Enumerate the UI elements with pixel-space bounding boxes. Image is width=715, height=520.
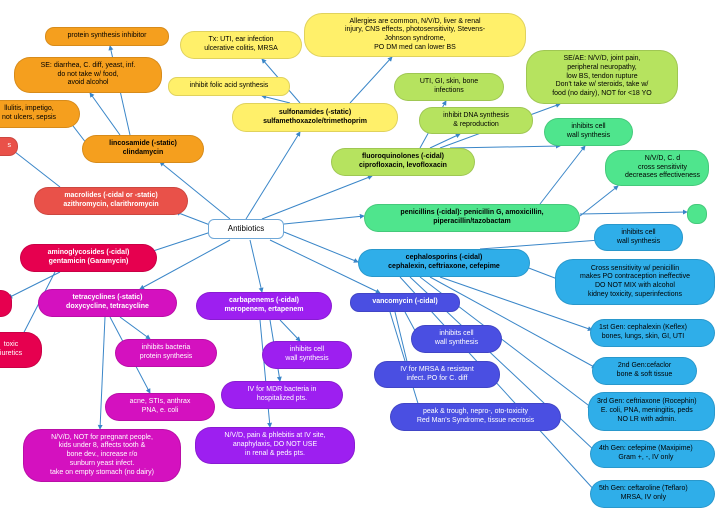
aminoglycosides-side-effects[interactable]: toxic iuretics [0,332,42,368]
tetracyclines-mechanism[interactable]: inhibits bacteria protein synthesis [115,339,217,367]
fluoroquinolones-mechanism[interactable]: inhibit DNA synthesis & reproduction [419,107,533,134]
connector-line [97,316,106,430]
lincosamide-indications[interactable]: llulitis, impetigo, not ulcers, sepsis [0,100,80,128]
connector-line [119,316,151,340]
aminoglycosides-node[interactable]: aminoglycosides (-cidal) gentamicin (Gar… [20,244,157,272]
central-topic-antibiotics[interactable]: Antibiotics [208,219,284,239]
sulfonamides-indications[interactable]: Tx: UTI, ear infection ulcerative coliti… [180,31,302,59]
carbapenems-mechanism[interactable]: inhibits cell wall synthesis [262,341,352,369]
vancomycin-mechanism[interactable]: inhibits cell wall synthesis [411,325,502,353]
connector-line [259,319,273,428]
lincosamide-mechanism[interactable]: protein synthesis inhibitor [45,27,169,46]
vancomycin-node[interactable]: vancomycin (-cidal) [350,293,460,312]
fluoroquinolones-side-effects[interactable]: SE/AE: N/V/D, joint pain, peripheral neu… [526,50,678,104]
fluoroquinolones-node[interactable]: fluoroquinolones (-cidal) ciprofloxacin,… [331,148,475,176]
macrolides-node[interactable]: macrolides (-cidal or -static) azithromy… [34,187,188,215]
connector-line [349,56,393,104]
carbapenems-side-effects[interactable]: N/V/D, pain & phlebitis at IV site, anap… [195,427,355,464]
tetracyclines-indications[interactable]: acne, STIs, anthrax PNA, e. coli [105,393,215,421]
penicillins-mechanism[interactable]: inhibits cell wall synthesis [544,118,633,146]
connector-line [159,161,231,220]
cephalosporins-node[interactable]: cephalosporins (-cidal) cephalexin, ceft… [358,249,530,277]
connector-line [283,213,365,225]
penicillins-side-effects[interactable]: N/V/D, C. d cross sensitivity decreases … [605,150,709,186]
cephalosporins-notes[interactable]: Cross sensitivity w/ penicillin makes PO… [555,259,715,305]
sulfonamides-mechanism[interactable]: inhibit folic acid synthesis [168,77,290,96]
connector-line [89,92,121,136]
tetracyclines-node[interactable]: tetracyclines (-static) doxycycline, tet… [38,289,177,317]
connector-line [139,239,231,290]
connector-line [7,271,61,299]
connector-line [579,209,688,215]
cephalosporins-gen4[interactable]: 4th Gen: cefepime (Maxipime) Gram +, -, … [590,440,715,468]
connector-line [539,145,586,205]
connector-line [175,211,211,226]
cephalosporins-gen2[interactable]: 2nd Gen:cefaclor bone & soft tissue [592,357,697,385]
connector-line [269,239,381,294]
cephalosporins-mechanism[interactable]: inhibits cell wall synthesis [594,224,683,251]
connector-line [279,319,301,342]
cephalosporins-gen3[interactable]: 3rd Gen: ceftriaxone (Rocephin) E. coli,… [588,392,715,431]
connector-line [439,276,593,331]
connector-line [9,147,61,188]
vancomycin-indications[interactable]: IV for MRSA & resistant infect. PO for C… [374,361,500,388]
connector-line [579,185,619,217]
vancomycin-monitoring[interactable]: peak & trough, nepro-, oto-toxicity Red … [390,403,561,431]
connector-line [429,276,597,369]
lincosamide-node[interactable]: lincosamide (-static) clindamycin [82,135,204,163]
sulfonamides-node[interactable]: sulfonamides (-static) sulfamethoxazole/… [232,103,398,132]
connector-line [19,271,56,341]
connector-line [245,131,301,220]
connector-line [449,143,561,149]
tetracyclines-side-effects[interactable]: N/V/D, NOT for pregnant people, kids und… [23,429,181,482]
lincosamide-side-effects[interactable]: SE: diarrhea, C. diff, yeast, inf. do no… [14,57,162,93]
connector-line [261,94,291,104]
penicillins-node[interactable]: penicillins (-cidal): penicillin G, amox… [364,204,580,232]
fluoroquinolones-indications[interactable]: UTI, GI, skin, bone infections [394,73,504,101]
carbapenems-indications[interactable]: IV for MDR bacteria in hospitalized pts. [221,381,343,409]
connector-line [399,276,597,493]
macrolides-edge-node[interactable]: s [0,137,18,156]
connector-line [429,133,461,149]
cephalosporins-gen5[interactable]: 5th Gen: ceftaroline (Teflaro) MRSA, IV … [590,480,715,508]
carbapenems-node[interactable]: carbapenems (-cidal) meropenem, ertapene… [196,292,332,320]
penicillins-extra-node[interactable] [687,204,707,224]
cephalosporins-gen1[interactable]: 1st Gen: cephalexin (Keflex) bones, lung… [590,319,715,347]
connector-line [149,230,215,254]
connector-line [249,239,264,293]
connector-line [479,237,601,250]
connector-line [283,231,359,263]
sulfonamides-side-effects[interactable]: Allergies are common, N/V/D, liver & ren… [304,13,526,57]
connector-line [261,175,373,220]
